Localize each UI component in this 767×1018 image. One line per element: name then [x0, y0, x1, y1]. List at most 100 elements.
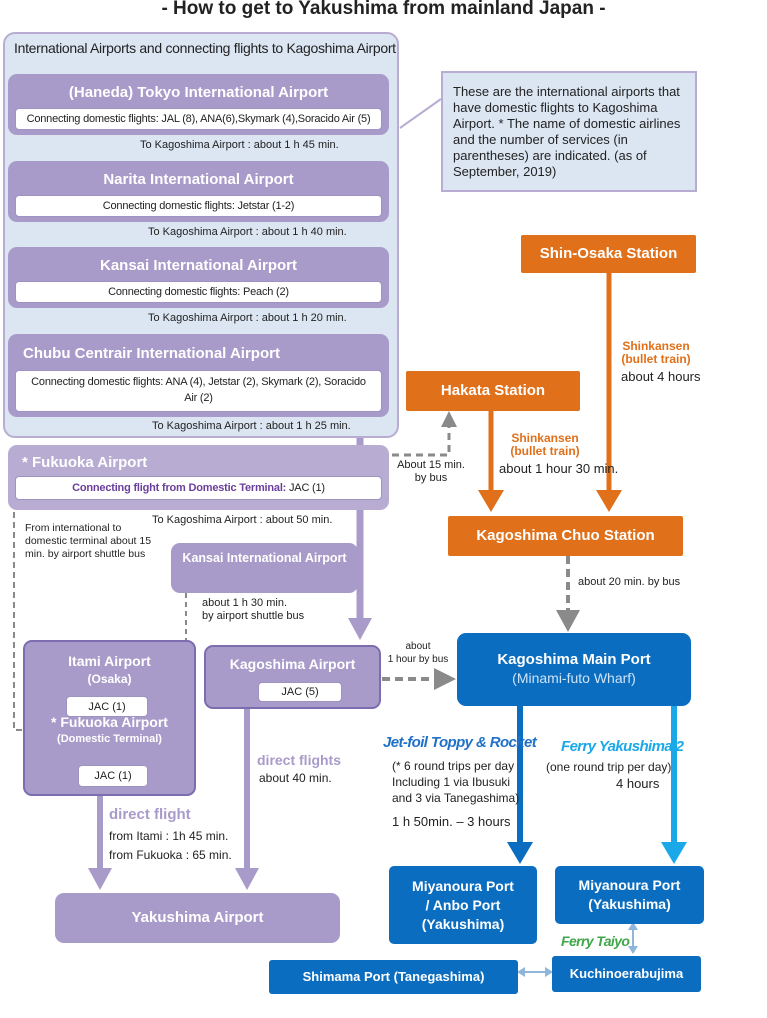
shinkansen-osaka-time: about 4 hours — [621, 369, 701, 384]
chubu-to-kagoshima: To Kagoshima Airport : about 1 h 25 min. — [152, 420, 351, 432]
kansai-airport-name: Kansai International Airport — [100, 257, 297, 274]
fukuoka-shuttle-note: From international to domestic terminal … — [25, 522, 152, 560]
kansai-airport-small-box: Kansai International Airport — [171, 543, 358, 593]
shinkansen-hakata-label: Shinkansen (bullet train) — [500, 432, 590, 458]
yakushima-airport: Yakushima Airport — [55, 893, 340, 943]
kagoshima-chuo-station: Kagoshima Chuo Station — [448, 516, 683, 556]
kagoshima-airport-jac: JAC (5) — [258, 682, 342, 702]
narita-airport-box: Narita International Airport Connecting … — [8, 161, 389, 222]
miyanoura-anbo-port: Miyanoura Port / Anbo Port (Yakushima) — [389, 866, 537, 944]
shinkansen-osaka-label: Shinkansen (bullet train) — [616, 340, 696, 366]
shinkansen-osaka-sub: (bullet train) — [621, 352, 691, 366]
miyanoura-port: Miyanoura Port (Yakushima) — [555, 866, 704, 924]
haneda-airport-box: (Haneda) Tokyo International Airport Con… — [8, 74, 389, 135]
miyanoura-anbo-line2: / Anbo Port — [425, 897, 501, 913]
jetfoil-detail-1: (* 6 round trips per day — [392, 759, 515, 773]
fukuoka-shuttle-dashed — [13, 512, 28, 731]
kagoshima-main-port: Kagoshima Main Port (Minami-futo Wharf) — [457, 633, 691, 706]
shinkansen-hakata-time: about 1 hour 30 min. — [499, 461, 619, 476]
fukuoka-domestic-name: * Fukuoka Airport — [51, 714, 168, 730]
miyanoura-anbo-line3: (Yakushima) — [421, 916, 505, 932]
fukuoka-hakata-mode: by bus — [414, 472, 448, 484]
shinkansen-hakata-sub: (bullet train) — [510, 444, 580, 458]
arrow-kagoshima-yakushima — [235, 868, 259, 890]
airport-port-time: 1 hour by bus — [387, 654, 449, 665]
haneda-connecting-flights: Connecting domestic flights: JAL (8), AN… — [15, 108, 382, 130]
fukuoka-domestic-sub: (Domestic Terminal) — [57, 733, 162, 745]
ferry-yakushima-label: Ferry Yakushima 2 — [561, 738, 684, 755]
miyanoura-line2: (Yakushima) — [588, 896, 671, 912]
itami-airport-sub: (Osaka) — [87, 672, 132, 686]
international-group-title: International Airports and connecting fl… — [14, 40, 396, 56]
jetfoil-detail-2: Including 1 via Ibusuki — [392, 775, 511, 789]
direct-flight-fukuoka: from Fukuoka : 65 min. — [109, 848, 232, 862]
ferry-yakushima-detail: (one round trip per day) — [546, 760, 672, 774]
arrow-ferry-yakushima — [661, 842, 687, 864]
direct-flight-itami: from Itami : 1h 45 min. — [109, 829, 229, 843]
kansai-shuttle-note: about 1 h 30 min. by airport shuttle bus — [202, 597, 304, 623]
arrow-fukuoka-hakata — [441, 411, 457, 427]
fukuoka-domestic-jac: JAC (1) — [78, 765, 148, 787]
arrow-to-kagoshima-airport — [348, 618, 372, 640]
narita-connecting-flights: Connecting domestic flights: Jetstar (1-… — [15, 195, 382, 217]
kansai-airport-box: Kansai International Airport Connecting … — [8, 247, 389, 308]
itami-fukuoka-box: Itami Airport (Osaka) JAC (1) * Fukuoka … — [23, 640, 196, 796]
arrow-jetfoil — [507, 842, 533, 864]
fukuoka-connecting-label: Connecting flight from Domestic Terminal… — [72, 482, 287, 494]
ferry-yakushima-time: 4 hours — [616, 776, 660, 791]
airport-port-bus: about 1 hour by bus — [385, 640, 451, 666]
fukuoka-hakata-dashed — [392, 425, 451, 457]
page-title: - How to get to Yakushima from mainland … — [161, 0, 606, 19]
kansai-airport-small-name: Kansai International Airport — [182, 551, 347, 565]
narita-to-kagoshima: To Kagoshima Airport : about 1 h 40 min. — [148, 226, 347, 238]
fukuoka-airport-box: * Fukuoka Airport Connecting flight from… — [8, 445, 389, 510]
haneda-airport-name: (Haneda) Tokyo International Airport — [68, 84, 329, 101]
airport-port-about: about — [405, 641, 431, 652]
chuo-port-bus: about 20 min. by bus — [578, 576, 681, 588]
chubu-airport-name: Chubu Centrair International Airport — [23, 345, 280, 362]
fukuoka-connecting-value: JAC (1) — [286, 482, 325, 494]
miyanoura-line1: Miyanoura Port — [578, 877, 681, 893]
direct-flights-time: about 40 min. — [259, 771, 332, 785]
shinkansen-hakata-name: Shinkansen — [511, 431, 579, 445]
fukuoka-hakata-time: About 15 min. — [397, 459, 465, 471]
arrow-airport-port — [434, 668, 456, 690]
arrow-itami-yakushima — [88, 868, 112, 890]
narita-airport-name: Narita International Airport — [103, 171, 294, 188]
direct-flights-label: direct flights — [257, 752, 342, 768]
hakata-station: Hakata Station — [406, 371, 580, 411]
jetfoil-time: 1 h 50min. – 3 hours — [392, 814, 511, 829]
fukuoka-hakata-bus: About 15 min. by bus — [396, 459, 466, 485]
shinkansen-osaka-name: Shinkansen — [622, 339, 690, 353]
ferry-taiyo-label: Ferry Taiyo — [561, 933, 630, 949]
jetfoil-details: (* 6 round trips per day Including 1 via… — [392, 758, 519, 806]
kuchinoerabujima-port: Kuchinoerabujima — [552, 956, 701, 992]
fukuoka-airport-name: * Fukuoka Airport — [22, 454, 148, 471]
fukuoka-to-kagoshima: To Kagoshima Airport : about 50 min. — [152, 514, 333, 526]
itami-jac: JAC (1) — [66, 696, 148, 717]
main-port-name: Kagoshima Main Port — [497, 651, 651, 668]
main-port-sub: (Minami-futo Wharf) — [512, 670, 636, 686]
shin-osaka-station: Shin-Osaka Station — [521, 235, 696, 273]
kagoshima-airport-name: Kagoshima Airport — [229, 656, 356, 672]
fukuoka-connecting-flight: Connecting flight from Domestic Terminal… — [15, 476, 382, 500]
itami-airport-name: Itami Airport — [68, 653, 151, 669]
kansai-connecting-flights: Connecting domestic flights: Peach (2) — [15, 281, 382, 303]
jetfoil-label: Jet-foil Toppy & Rocket — [383, 734, 537, 751]
kansai-shuttle-time: about 1 h 30 min. — [202, 597, 288, 609]
haneda-to-kagoshima: To Kagoshima Airport : about 1 h 45 min. — [140, 139, 339, 151]
arrow-osaka-chuo — [596, 490, 622, 512]
shimama-port: Shimama Port (Tanegashima) — [269, 960, 518, 994]
kansai-shuttle-mode: by airport shuttle bus — [202, 610, 305, 622]
arrow-chuo-port — [556, 610, 580, 632]
chubu-airport-box: Chubu Centrair International Airport Con… — [8, 334, 389, 417]
chubu-connecting-flights: Connecting domestic flights: ANA (4), Je… — [15, 370, 382, 412]
info-note: These are the international airports tha… — [441, 71, 697, 192]
arrow-hakata-chuo — [478, 490, 504, 512]
direct-flight-label: direct flight — [109, 806, 191, 823]
kansai-to-kagoshima: To Kagoshima Airport : about 1 h 20 min. — [148, 312, 347, 324]
kagoshima-airport-box: Kagoshima Airport JAC (5) — [204, 645, 381, 709]
note-pointer — [399, 98, 442, 129]
jetfoil-detail-3: and 3 via Tanegashima) — [392, 791, 520, 805]
miyanoura-anbo-line1: Miyanoura Port — [412, 878, 514, 894]
